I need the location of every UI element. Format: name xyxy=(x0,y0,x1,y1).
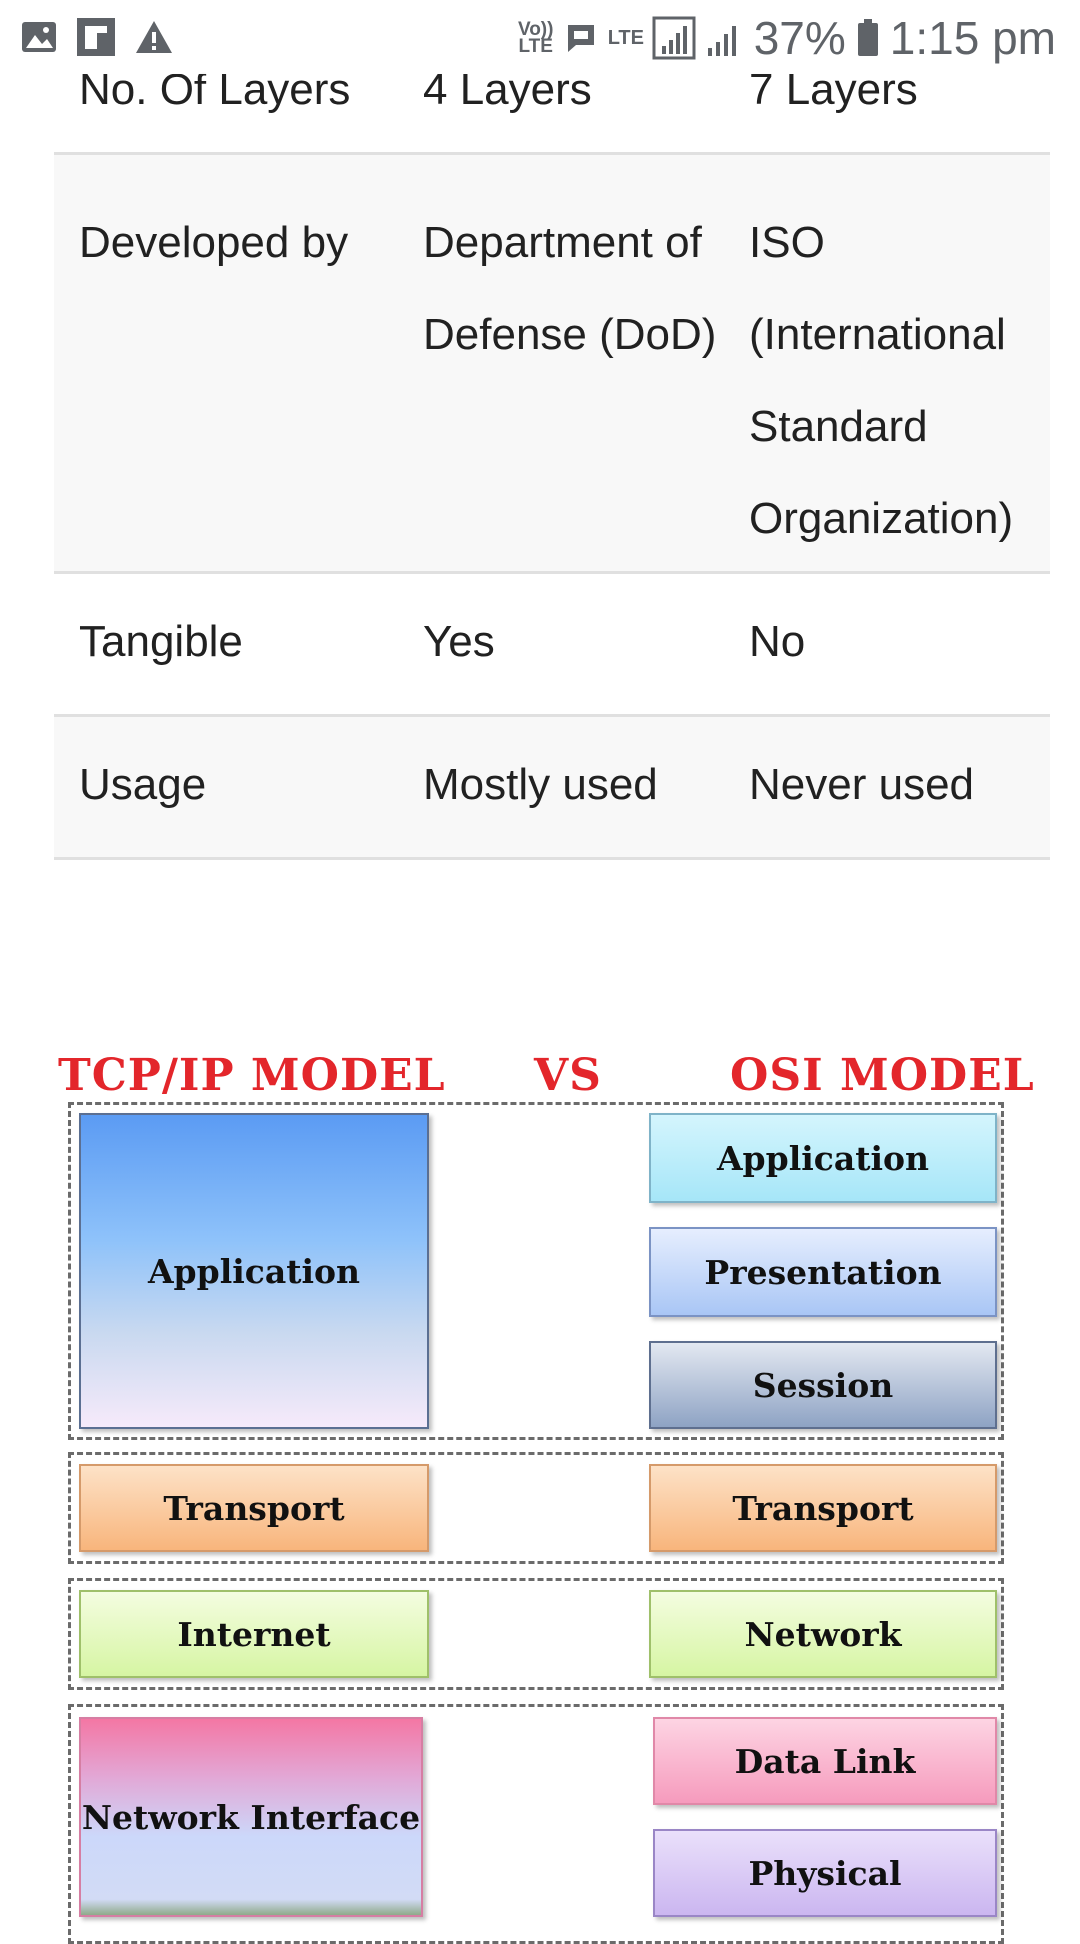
layer-group-link: Network Interface Data Link Physical xyxy=(68,1704,1004,1944)
signal-icon xyxy=(652,16,696,60)
diagram-title-tcp: TCP/IP MODEL xyxy=(58,1050,446,1101)
osi-layer-physical: Physical xyxy=(653,1829,997,1917)
osi-layer-network: Network xyxy=(649,1590,997,1678)
diagram-title-vs: VS xyxy=(534,1050,602,1101)
clock: 1:15 pm xyxy=(889,12,1056,64)
signal-icon-2 xyxy=(707,26,736,56)
layer-group-network: Internet Network xyxy=(68,1578,1004,1690)
diagram-title-osi: OSI MODEL xyxy=(730,1050,1035,1101)
osi-layer-data-link: Data Link xyxy=(653,1717,997,1805)
table-cell-label: Developed by xyxy=(79,218,349,267)
table-cell-osi: No xyxy=(749,617,806,666)
osi-layer-application: Application xyxy=(649,1113,997,1203)
message-icon xyxy=(567,25,594,52)
table-row: Usage Mostly used Never used xyxy=(54,717,1050,860)
tcp-layer-transport: Transport xyxy=(79,1464,429,1552)
tcp-layer-application: Application xyxy=(79,1113,429,1429)
table-cell-osi: ISO (International Standard Organization… xyxy=(749,218,1014,543)
layer-group-transport: Transport Transport xyxy=(68,1452,1004,1564)
osi-layer-session: Session xyxy=(649,1341,997,1429)
tcp-vs-osi-diagram: TCP/IP MODEL VS OSI MODEL Application Ap… xyxy=(54,1050,1034,1944)
table-row: Developed by Department of Defense (DoD)… xyxy=(54,155,1050,574)
volte-indicator: Vo)) LTE xyxy=(517,19,554,57)
warning-icon xyxy=(136,21,172,53)
status-bar: Vo)) LTE LTE 37% 1:15 pm xyxy=(0,0,1080,74)
lte-indicator: LTE xyxy=(607,27,644,49)
osi-layer-presentation: Presentation xyxy=(649,1227,997,1317)
table-cell-tcp: Mostly used xyxy=(423,760,658,809)
tcp-layer-network-interface: Network Interface xyxy=(79,1717,423,1917)
battery-icon xyxy=(857,19,878,56)
table-cell-tcp: Yes xyxy=(423,617,495,666)
table-cell-osi: Never used xyxy=(749,760,975,809)
comparison-table: No. Of Layers 4 Layers 7 Layers Develope… xyxy=(54,10,1050,860)
osi-layer-transport: Transport xyxy=(649,1464,997,1552)
table-row: Tangible Yes No xyxy=(54,574,1050,717)
layer-group-application: Application Application Presentation Ses… xyxy=(68,1102,1004,1440)
table-cell-label: Usage xyxy=(79,760,207,809)
table-cell-tcp: Department of Defense (DoD) xyxy=(423,218,717,359)
flipboard-icon xyxy=(77,18,115,56)
table-cell-label: Tangible xyxy=(79,617,243,666)
battery-percent: 37% xyxy=(753,12,846,64)
image-icon xyxy=(22,22,56,52)
tcp-layer-internet: Internet xyxy=(79,1590,429,1678)
